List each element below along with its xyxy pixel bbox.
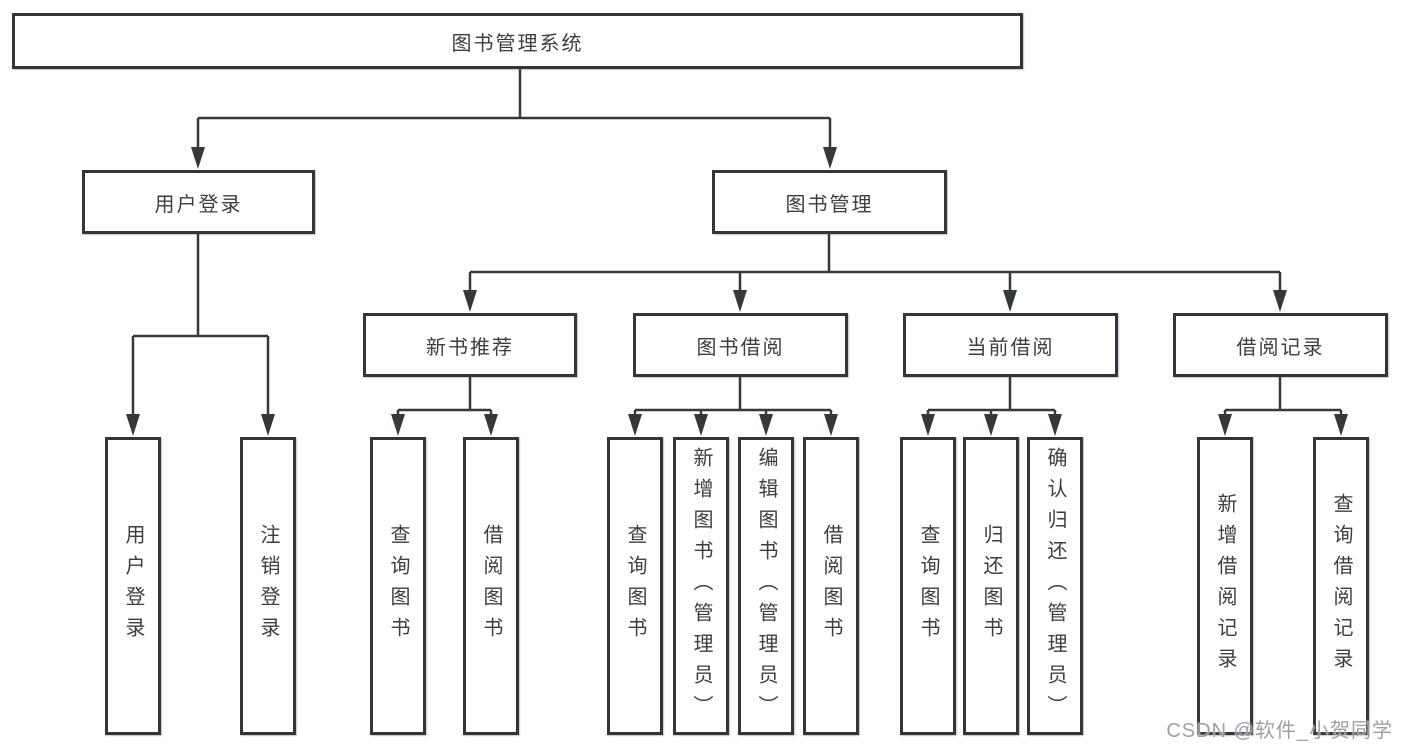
- node-new-book-recommend: 新书推荐: [363, 313, 577, 377]
- node-leaf-recommend-borrow-books-label: 借阅图书: [480, 524, 502, 648]
- node-new-book-recommend-label: 新书推荐: [426, 336, 514, 359]
- node-leaf-recommend-borrow-books: 借阅图书: [463, 437, 519, 735]
- node-current-borrow-label: 当前借阅: [966, 336, 1055, 359]
- node-leaf-current-return-books-label: 归还图书: [980, 524, 1002, 648]
- node-leaf-records-add-record-label: 新增借阅记录: [1214, 493, 1236, 679]
- node-current-borrow: 当前借阅: [903, 313, 1118, 377]
- node-leaf-borrow-query-books-label: 查询图书: [624, 524, 646, 648]
- node-leaf-borrow-add-books: 新增图书（管理员）: [673, 437, 729, 735]
- node-leaf-user-login-label: 用户登录: [122, 524, 144, 648]
- node-leaf-borrow-edit-books-label: 编辑图书（管理员）: [755, 446, 777, 726]
- node-leaf-current-confirm-return: 确认归还（管理员）: [1027, 437, 1083, 735]
- node-leaf-logout-label: 注销登录: [257, 524, 279, 648]
- node-leaf-records-add-record: 新增借阅记录: [1197, 437, 1253, 735]
- node-leaf-records-query-record: 查询借阅记录: [1313, 437, 1369, 735]
- node-root: 图书管理系统: [12, 13, 1023, 69]
- node-book-management-label: 图书管理: [785, 193, 874, 216]
- node-book-borrow: 图书借阅: [633, 313, 848, 377]
- node-leaf-borrow-borrow-books: 借阅图书: [803, 437, 859, 735]
- node-user-login: 用户登录: [82, 170, 315, 234]
- node-leaf-current-return-books: 归还图书: [963, 437, 1019, 735]
- node-leaf-current-query-books: 查询图书: [900, 437, 956, 735]
- node-leaf-user-login: 用户登录: [105, 437, 161, 735]
- node-leaf-borrow-query-books: 查询图书: [607, 437, 663, 735]
- node-leaf-recommend-query-books: 查询图书: [370, 437, 426, 735]
- node-user-login-label: 用户登录: [154, 193, 243, 216]
- node-root-label: 图书管理系统: [451, 32, 584, 55]
- node-leaf-recommend-query-books-label: 查询图书: [387, 524, 409, 648]
- node-leaf-records-query-record-label: 查询借阅记录: [1330, 493, 1352, 679]
- node-book-borrow-label: 图书借阅: [696, 336, 785, 359]
- node-leaf-current-confirm-return-label: 确认归还（管理员）: [1044, 446, 1066, 726]
- node-leaf-borrow-borrow-books-label: 借阅图书: [820, 524, 842, 648]
- node-leaf-logout: 注销登录: [240, 437, 296, 735]
- node-leaf-current-query-books-label: 查询图书: [917, 524, 939, 648]
- node-borrow-records: 借阅记录: [1173, 313, 1388, 377]
- node-book-management: 图书管理: [712, 170, 947, 234]
- node-leaf-borrow-edit-books: 编辑图书（管理员）: [738, 437, 794, 735]
- node-borrow-records-label: 借阅记录: [1236, 336, 1325, 359]
- csdn-watermark: CSDN @软件_小贺同学: [1166, 720, 1393, 742]
- node-leaf-borrow-add-books-label: 新增图书（管理员）: [690, 446, 712, 726]
